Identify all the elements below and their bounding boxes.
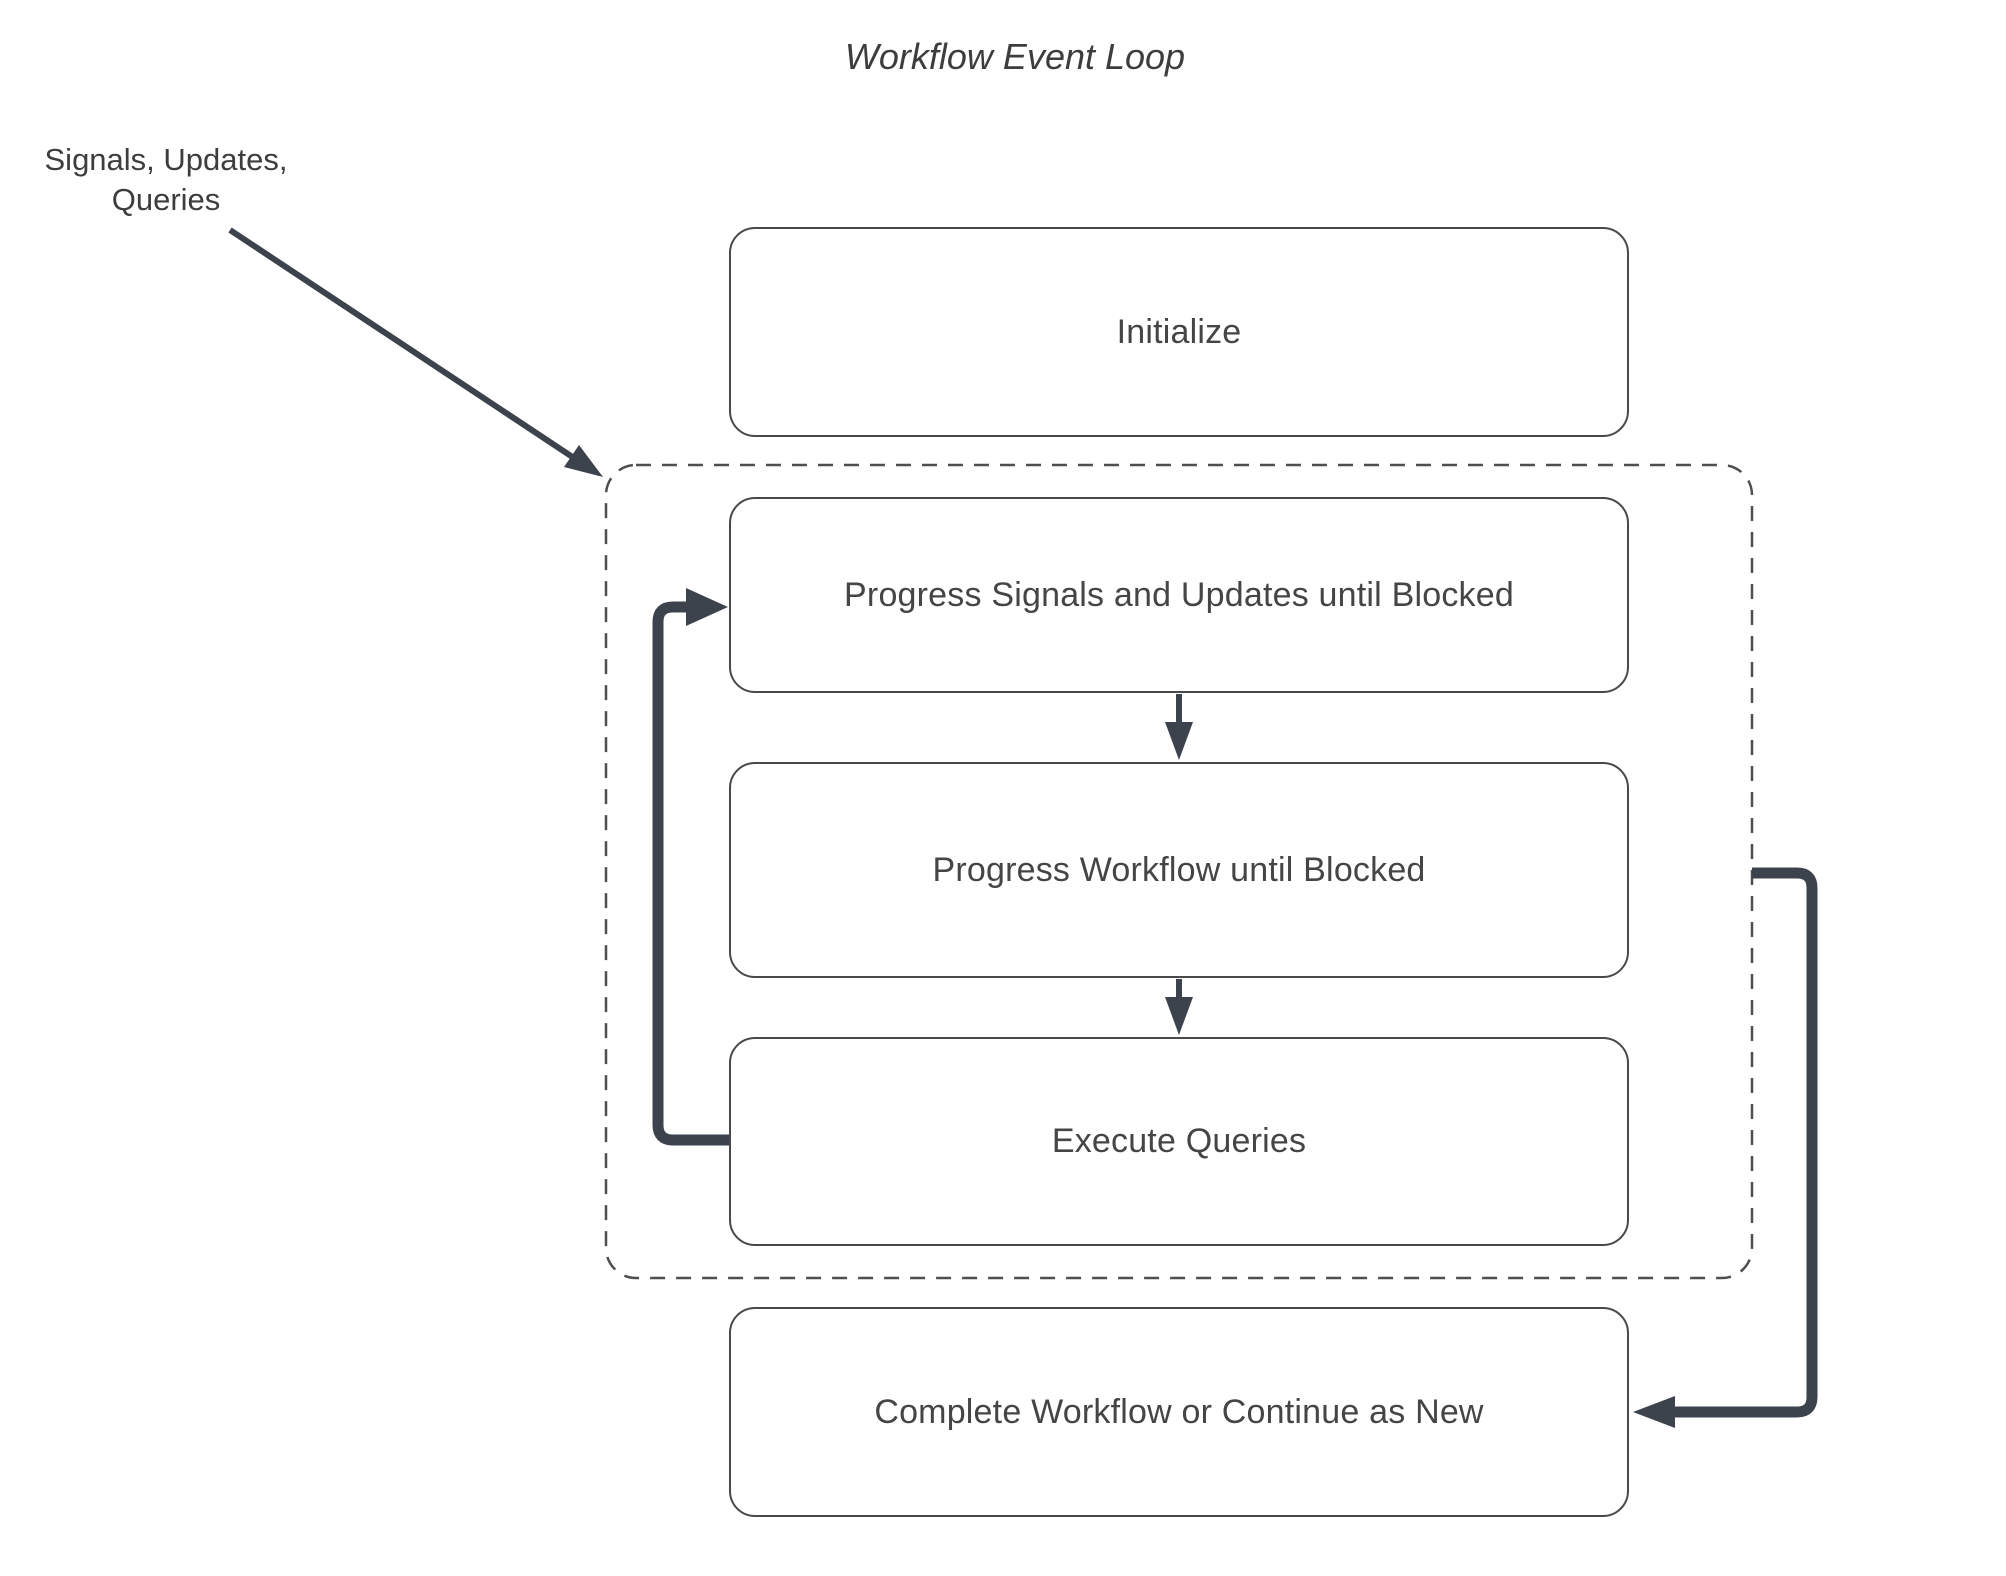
node-progress-signals-label: Progress Signals and Updates until Block… <box>844 575 1514 614</box>
external-input-label: Signals, Updates, Queries <box>44 142 288 217</box>
loop-back-arrowhead <box>686 588 728 626</box>
loop-back-arrow-shaft <box>652 601 729 1146</box>
node-execute-queries: Execute Queries <box>729 1037 1629 1246</box>
node-complete-workflow: Complete Workflow or Continue as New <box>729 1307 1629 1517</box>
node-execute-queries-label: Execute Queries <box>1051 1122 1307 1160</box>
diagram-title: Workflow Event Loop <box>844 36 1186 77</box>
node-complete-workflow-label: Complete Workflow or Continue as New <box>874 1392 1484 1431</box>
signals-arrow-shaft <box>228 227 576 461</box>
node-progress-workflow: Progress Workflow until Blocked <box>729 762 1629 978</box>
continue-arrowhead <box>1633 1396 1675 1428</box>
continue-arrow-shaft <box>1673 867 1818 1418</box>
node-progress-signals: Progress Signals and Updates until Block… <box>729 497 1629 693</box>
node-progress-workflow-label: Progress Workflow until Blocked <box>932 850 1426 889</box>
node-initialize: Initialize <box>729 227 1629 437</box>
arrow-workflow-to-queries-head <box>1165 997 1193 1035</box>
signals-arrowhead <box>564 445 603 477</box>
arrow-signals-to-workflow-head <box>1165 722 1193 760</box>
node-initialize-label: Initialize <box>1116 312 1242 351</box>
